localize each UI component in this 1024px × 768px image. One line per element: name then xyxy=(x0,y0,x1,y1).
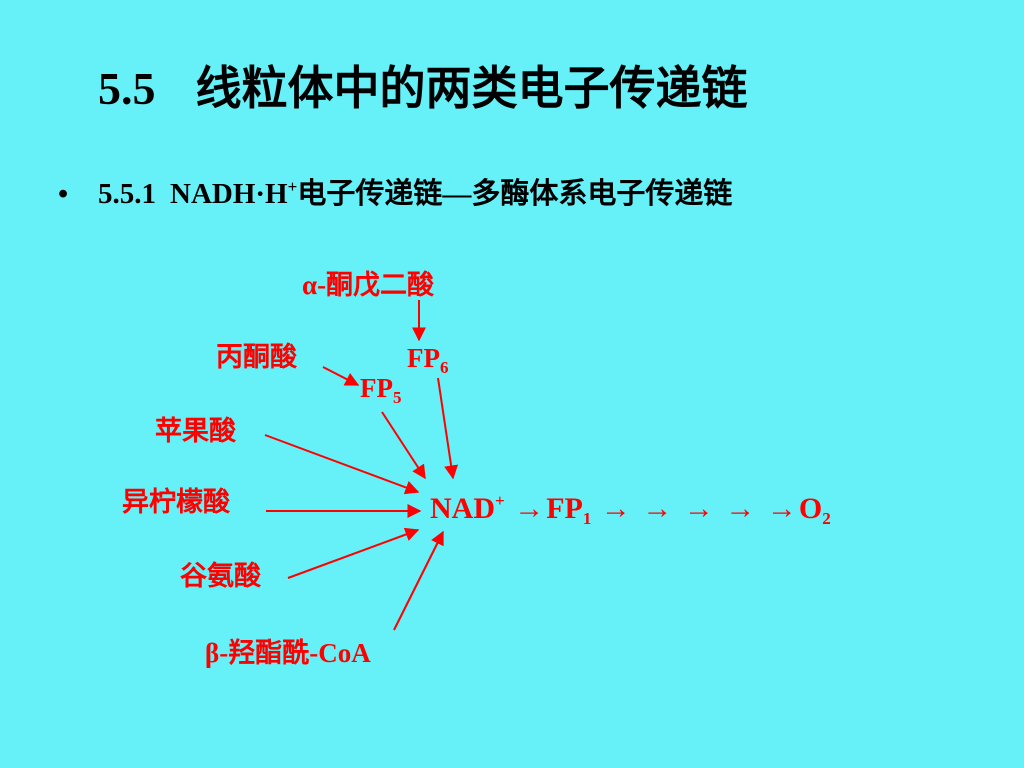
fp6-sub: 6 xyxy=(440,358,449,377)
bullet-icon: • xyxy=(58,178,69,210)
chain-arrow-5: → xyxy=(725,492,756,525)
arrow-malate-to-nad xyxy=(264,434,420,495)
electron-chain: NAD+ →FP1 → → → → →O2 xyxy=(430,491,831,527)
label-beta-hydroxyacyl-coa: β-羟酯酰-CoA xyxy=(205,638,371,668)
label-alpha-ketoglutarate: α-酮戊二酸 xyxy=(302,270,435,300)
fp5-base: FP xyxy=(360,373,393,403)
label-fp6: FP6 xyxy=(407,343,449,377)
chain-arrow-2: → xyxy=(600,492,631,525)
nadh-plus: + xyxy=(287,177,298,196)
chain-fp1-sub: 1 xyxy=(582,509,592,528)
chain-arrow-1: → xyxy=(514,492,545,525)
slide-title: 5.5 线粒体中的两类电子传递链 xyxy=(98,52,748,118)
nadh-label: NADH·H xyxy=(170,178,288,210)
bullet-point: • 5.5.1 NADH·H+电子传递链—多酶体系电子传递链 xyxy=(58,170,732,212)
title-number: 5.5 xyxy=(98,63,156,114)
arrow-glutamate-to-nad xyxy=(287,527,420,579)
label-pyruvate: 丙酮酸 xyxy=(216,342,297,372)
chain-nad-plus: + xyxy=(495,491,505,510)
fp5-sub: 5 xyxy=(393,388,402,407)
chain-o2: O xyxy=(798,492,823,525)
chain-nad: NAD xyxy=(430,492,495,525)
subtitle-text: 电子传递链—多酶体系电子传递链 xyxy=(297,178,733,210)
arrow-fp5-to-nad xyxy=(381,411,426,480)
label-isocitrate: 异柠檬酸 xyxy=(122,487,230,517)
title-text: 线粒体中的两类电子传递链 xyxy=(195,63,748,114)
section-number: 5.5.1 xyxy=(98,178,156,210)
chain-o2-sub: 2 xyxy=(822,509,831,528)
arrow-fp6-to-nad xyxy=(437,377,459,480)
arrow-beta-to-nad xyxy=(393,530,444,631)
chain-arrow-6: → xyxy=(766,492,797,525)
chain-fp1: FP xyxy=(546,492,583,525)
chain-arrow-4: → xyxy=(683,492,714,525)
chain-arrow-3: → xyxy=(642,492,673,525)
arrow-pyruvate-to-fp5 xyxy=(322,366,360,386)
label-malate: 苹果酸 xyxy=(155,416,236,446)
label-fp5: FP5 xyxy=(360,373,402,407)
fp6-base: FP xyxy=(407,343,440,373)
label-glutamate: 谷氨酸 xyxy=(180,561,261,591)
